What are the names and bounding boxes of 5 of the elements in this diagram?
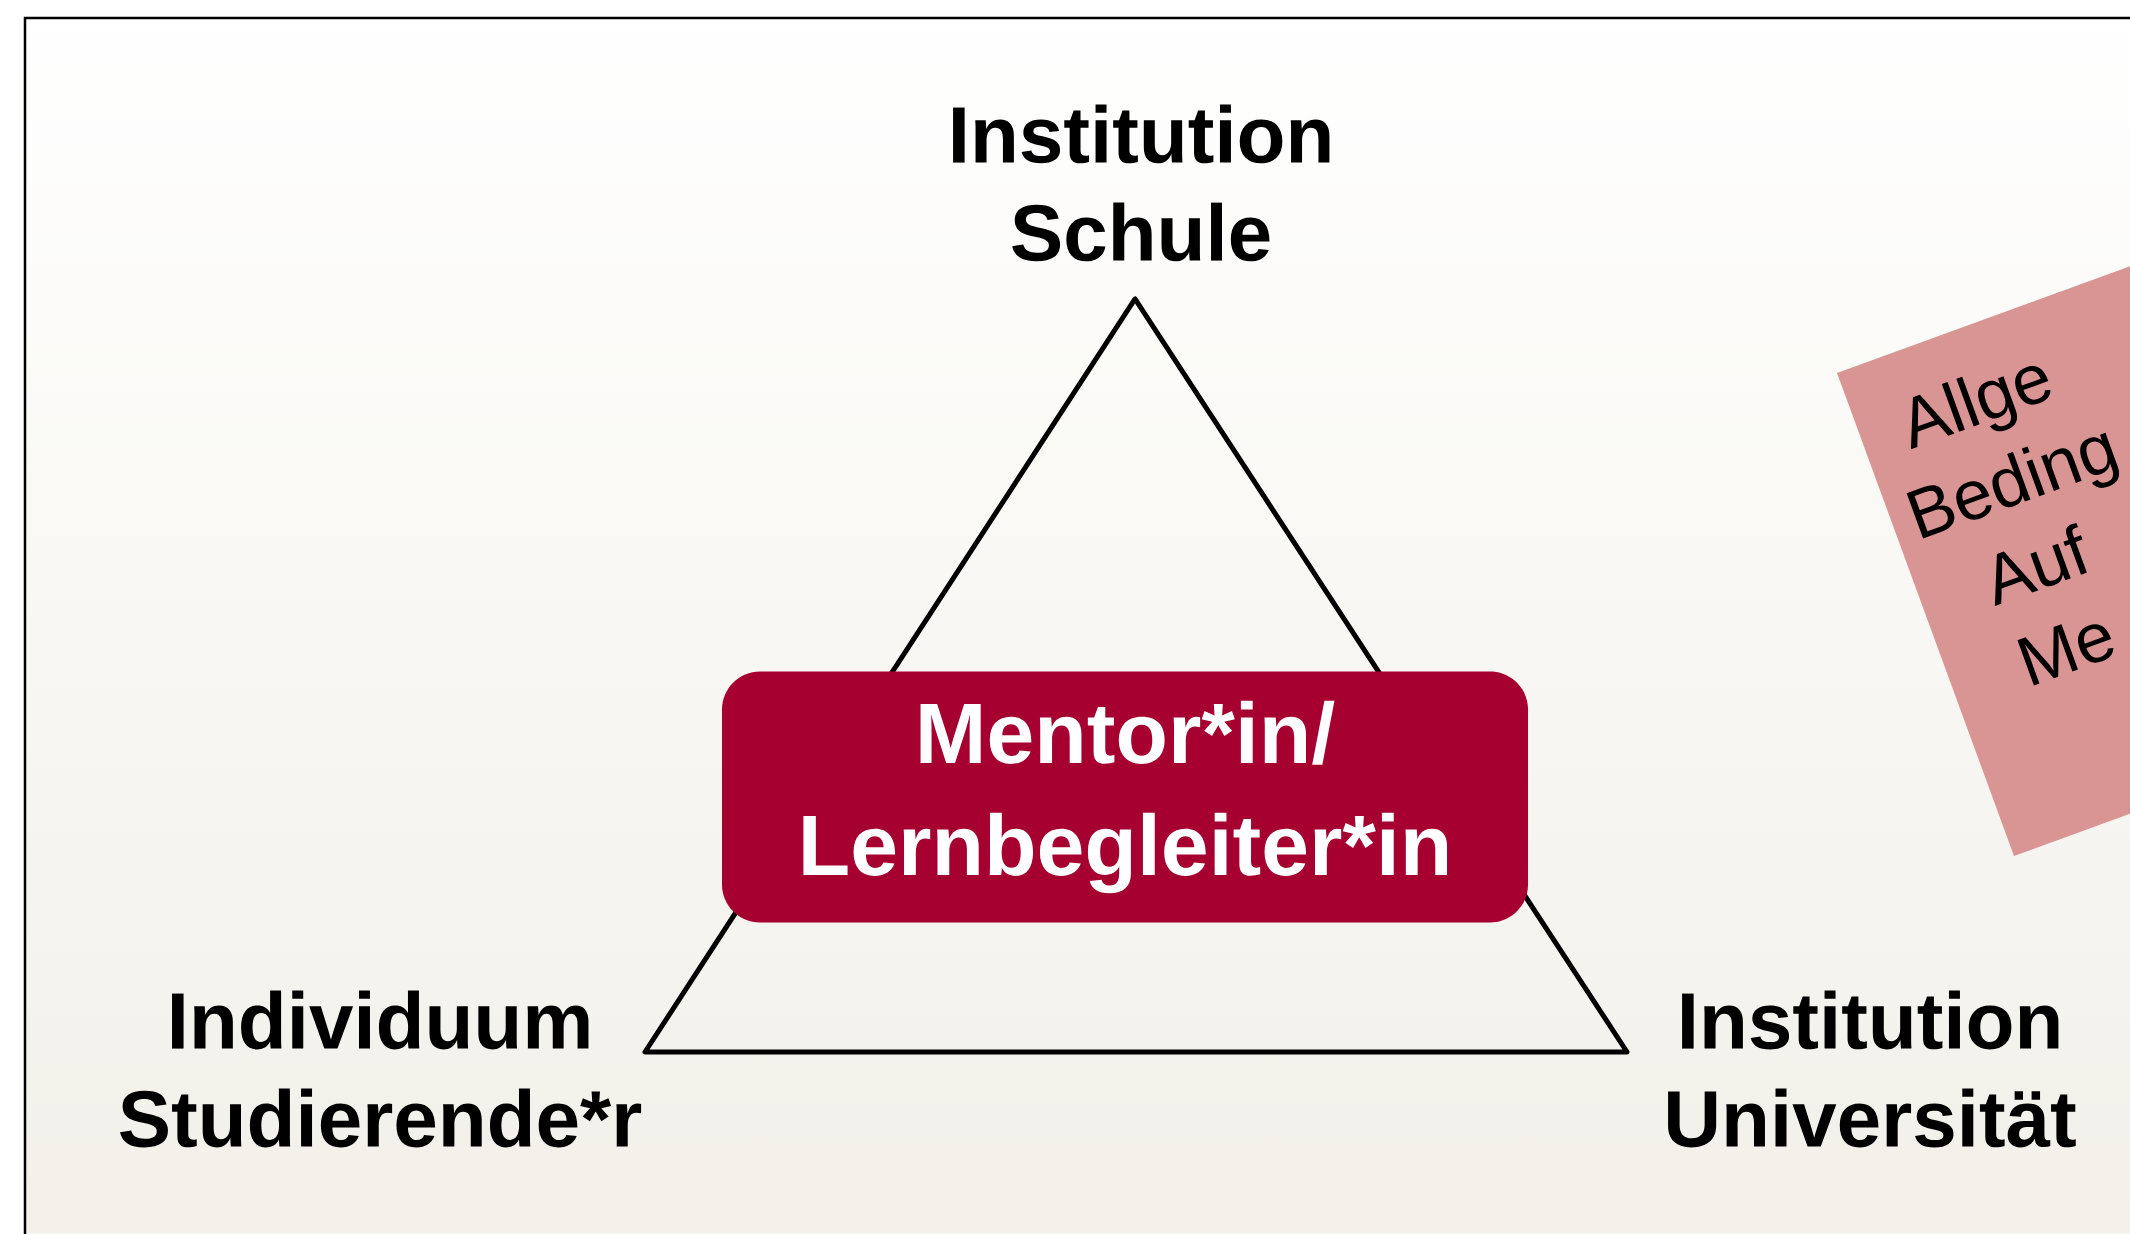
note-card: Allge Beding Auf Me (1837, 99, 2130, 856)
vertex-label: Institution Universität (1668, 990, 2076, 1148)
vertex-label: Institution Schule (953, 104, 1330, 262)
role-box: Mentor*in/ Lernbegleiter*in (722, 671, 1528, 923)
vertex-label: Individuum Studierende*r (120, 990, 642, 1148)
